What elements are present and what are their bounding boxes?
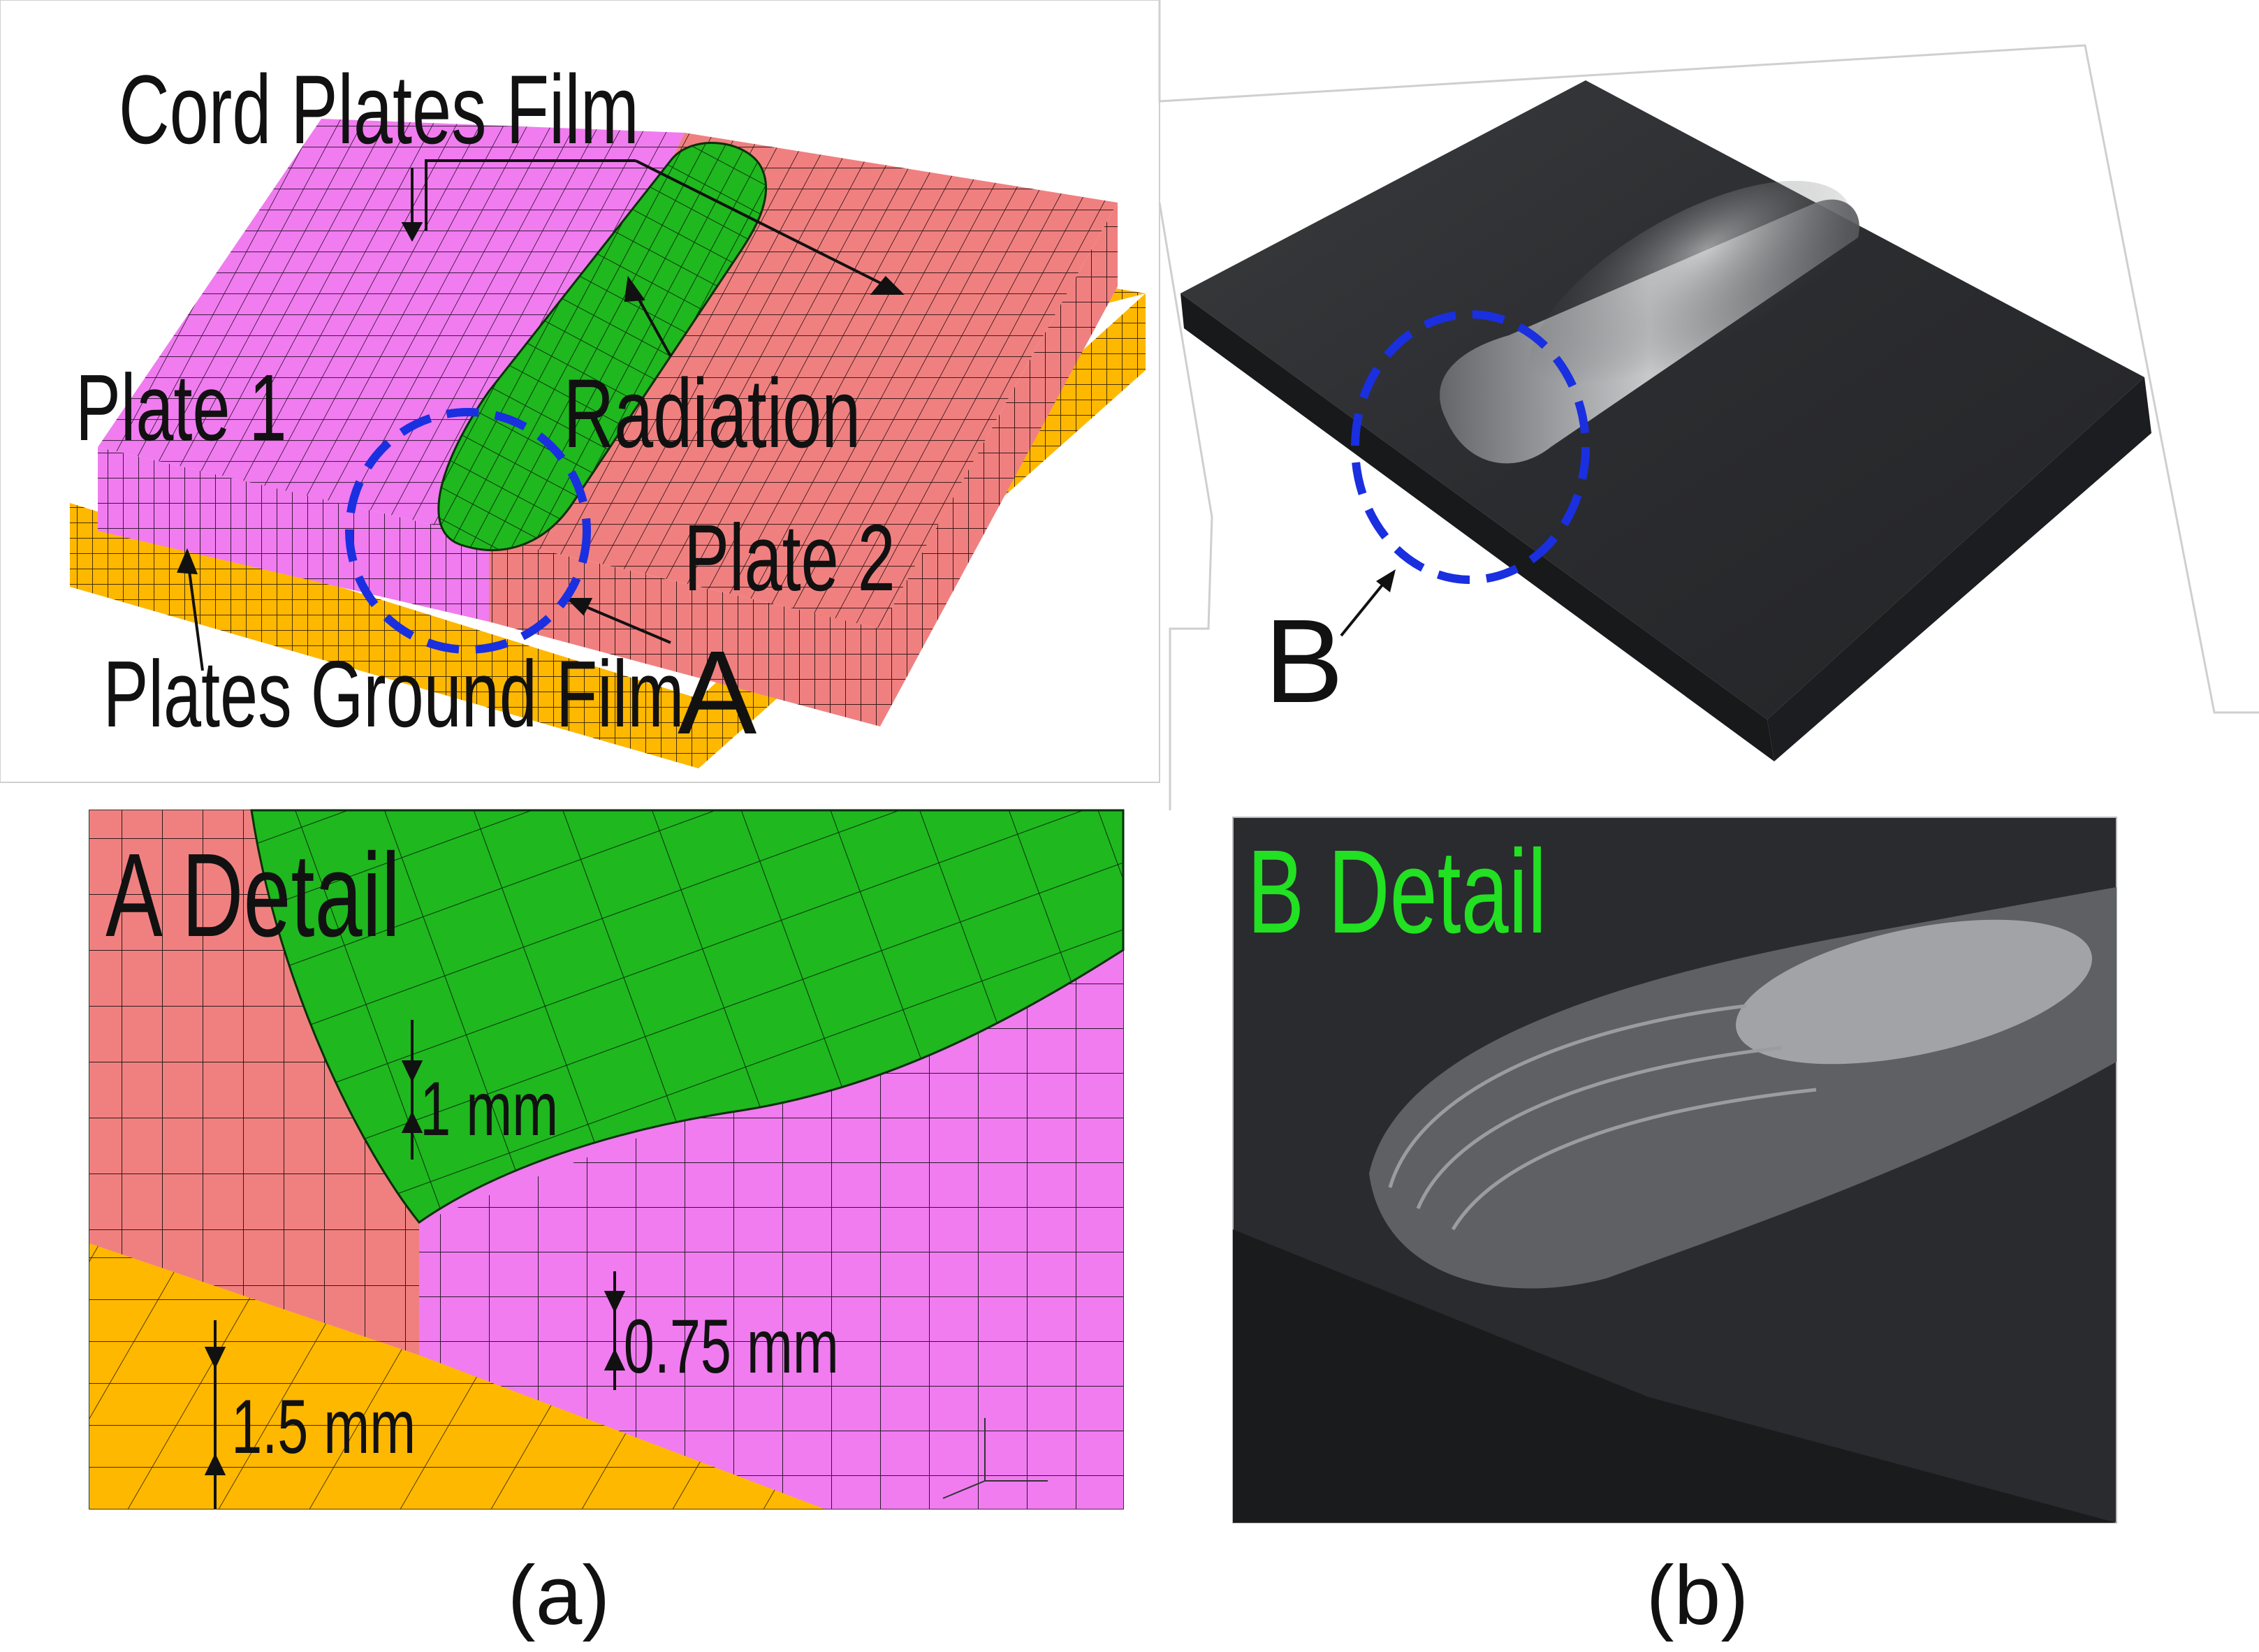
label-cord-plates-film: Cord Plates Film [119,55,639,164]
steel-plate-side-left [1180,293,1774,761]
steel-plate-top [1180,80,2144,719]
ground-film-side [70,503,699,768]
label-plate2: Plate 2 [684,505,895,610]
marker-b-arrowhead [1376,569,1396,592]
caption-b: (b) [1646,1549,1749,1642]
label-plates-ground-film: Plates Ground Film [103,641,685,746]
dim-label-weld: 1 mm [420,1066,558,1152]
highlight-circle-a [345,408,591,654]
plate1-side [98,447,489,622]
label-radiation: Radiation [563,359,861,468]
label-marker-a: A [678,627,757,759]
panel-b-frame-left [1158,202,1213,810]
a-detail-weld-region [250,809,1125,1225]
dim-label-ground: 1.5 mm [231,1384,416,1470]
panel-b-detail: B Detail [1232,817,2117,1523]
panel-b-photo: B [1158,0,2259,810]
axis-triad-icon [942,1418,1048,1499]
dim-label-plate: 0.75 mm [624,1303,839,1389]
b-detail-plate-edge [1233,1229,2117,1523]
a-detail-ground-region [89,1243,824,1509]
callout-arrows-a [177,159,905,671]
weld-shine [1528,180,1852,407]
weld-bead [437,142,768,551]
panel-a-detail: A Detail 1 mm 0.75 mm 1.5 mm [89,809,1125,1510]
b-detail-highlight [1735,919,2093,1065]
label-marker-b: B [1264,595,1343,728]
panel-b-frame [1158,0,2259,714]
steel-plate-side-right [1767,377,2151,761]
b-detail-title: B Detail [1248,826,1547,958]
marker-b-arrow [1340,578,1388,637]
plate2-side [489,538,880,726]
label-plate1: Plate 1 [75,355,287,460]
caption-a: (a) [508,1549,611,1642]
dimension-markers [204,1020,626,1509]
b-detail-ripples [1388,1004,1817,1231]
a-detail-title: A Detail [105,829,400,961]
highlight-circle-b [1351,310,1590,584]
plate2-front [880,203,1118,726]
a-detail-plate1-region [419,950,1123,1509]
panel-a-model: Cord Plates Film Plate 1 Radiation Plate… [0,0,1160,783]
